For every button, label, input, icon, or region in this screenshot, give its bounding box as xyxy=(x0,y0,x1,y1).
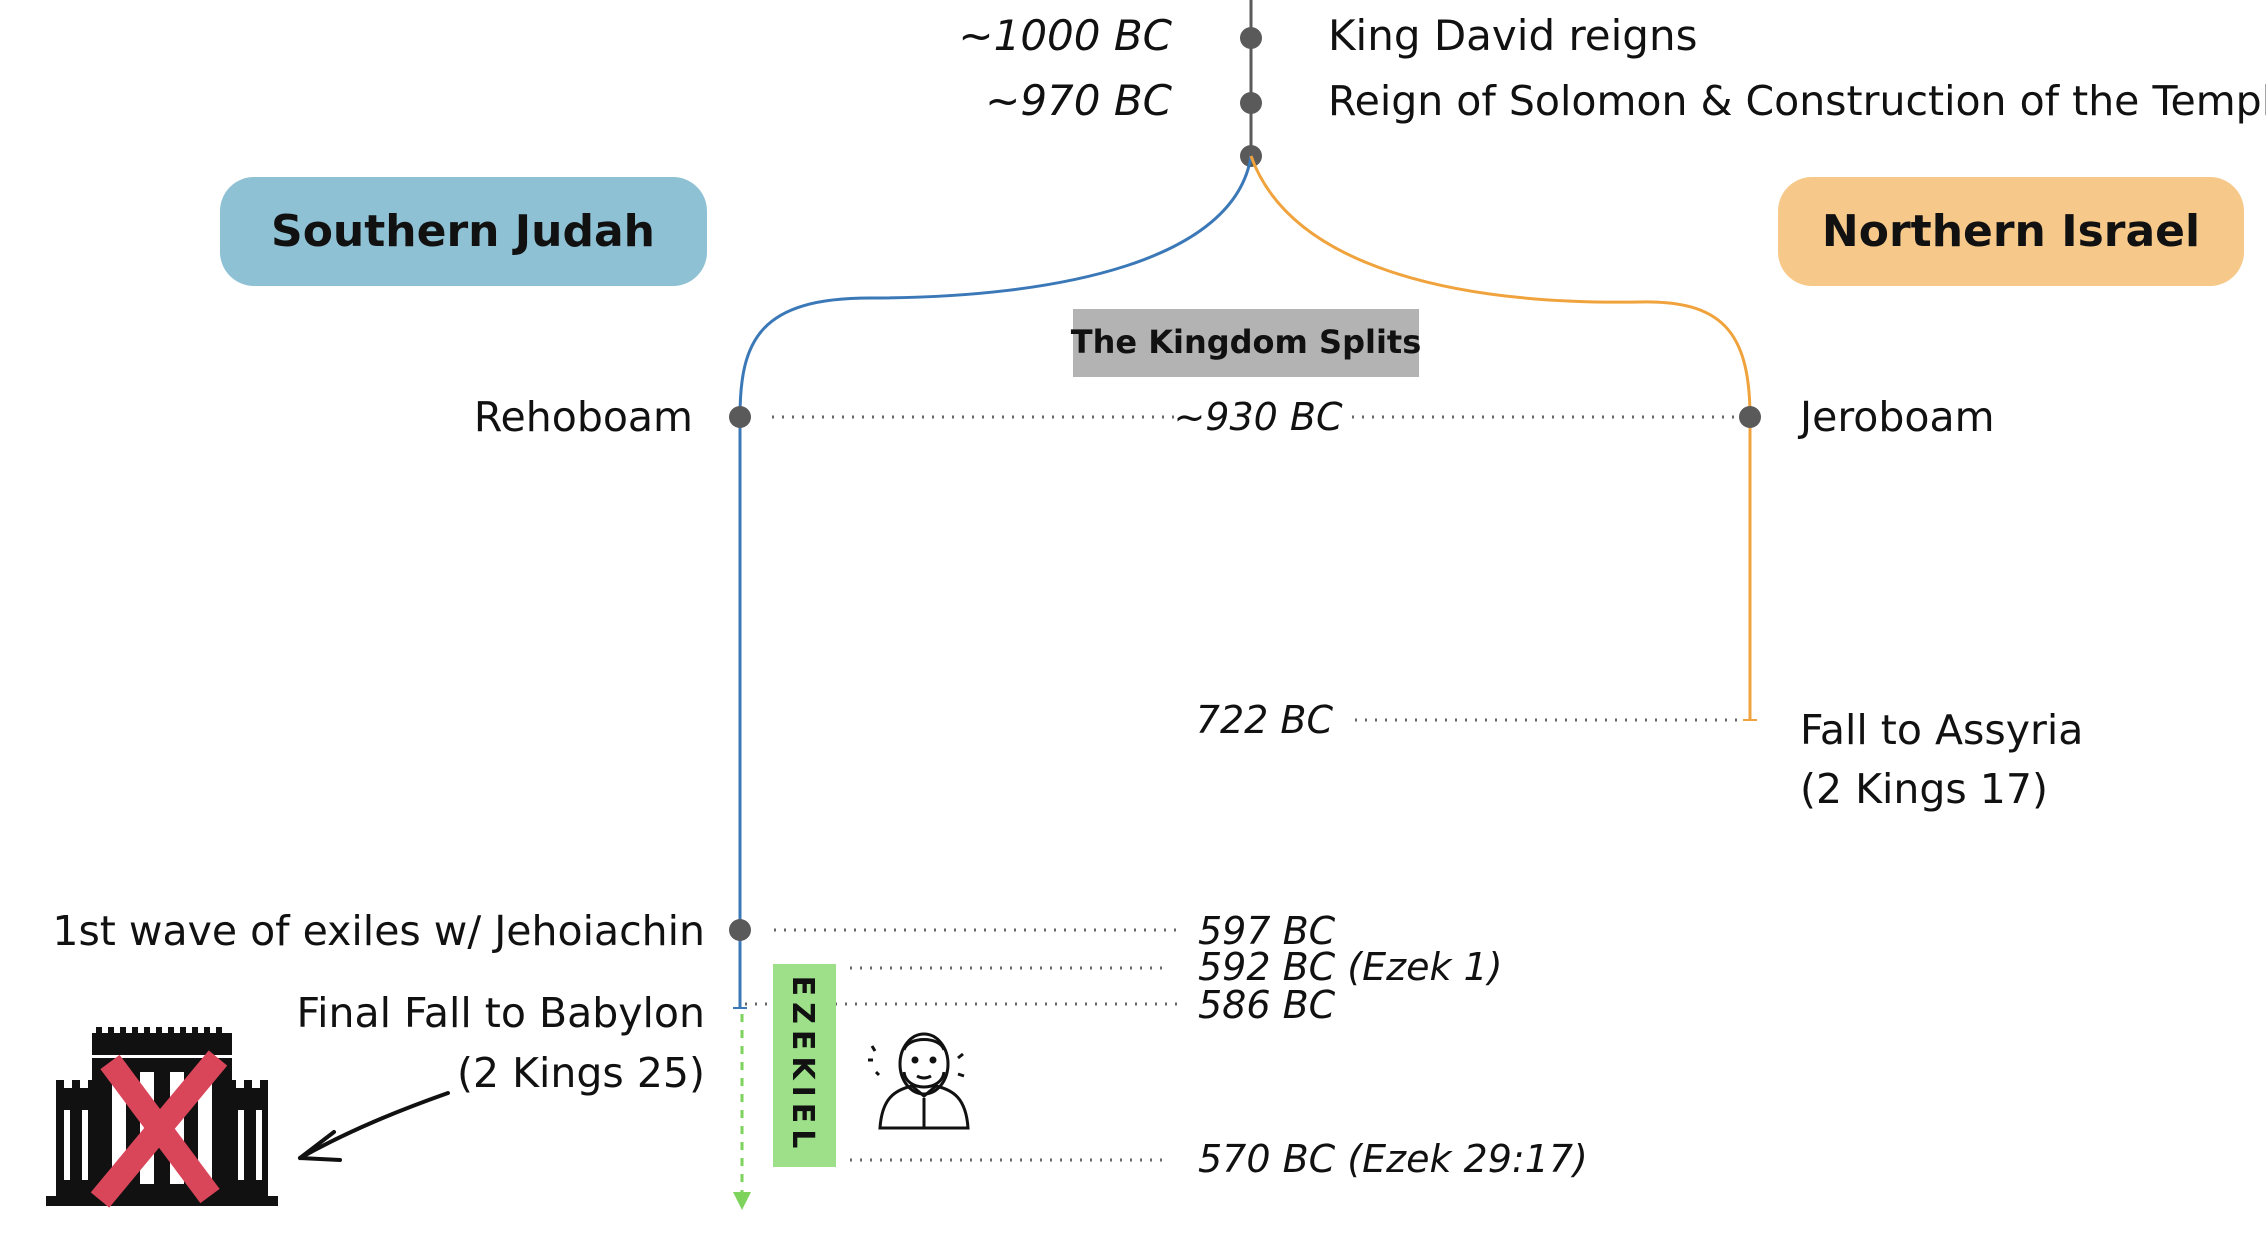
label-jeroboam: Jeroboam xyxy=(1797,393,1995,441)
pointer-arrow-icon xyxy=(298,1091,450,1162)
label-solomon: Reign of Solomon & Construction of the T… xyxy=(1328,77,2266,125)
node-exile xyxy=(729,919,751,941)
prophet-ezekiel-icon xyxy=(868,1032,970,1130)
label-exile: 1st wave of exiles w/ Jehoiachin xyxy=(52,907,705,955)
destroyed-cross xyxy=(90,1050,228,1208)
dashed-arrowhead xyxy=(733,1192,751,1210)
node-david xyxy=(1240,27,1262,49)
date-592: 592 BC (Ezek 1) xyxy=(1198,945,1503,989)
label-david: King David reigns xyxy=(1328,11,1697,60)
southern-judah-title: Southern Judah xyxy=(271,206,655,257)
date-david: ~1000 BC xyxy=(958,11,1172,60)
north-branch-curve xyxy=(1249,155,1752,418)
node-rehoboam xyxy=(729,406,751,428)
kingdom-splits-box: The Kingdom Splits xyxy=(1071,309,1422,377)
label-2kings25: (2 Kings 25) xyxy=(457,1049,705,1097)
label-final-fall: Final Fall to Babylon xyxy=(297,989,705,1037)
destroyed-temple-icon xyxy=(46,1027,278,1208)
ezekiel-bar: EZEKIEL xyxy=(773,964,836,1167)
date-586: 586 BC xyxy=(1198,983,1336,1027)
label-fall-assyria: Fall to Assyria xyxy=(1800,706,2083,754)
south-branch-curve xyxy=(738,155,1253,418)
label-2kings17: (2 Kings 17) xyxy=(1800,765,2048,813)
node-jeroboam xyxy=(1739,406,1761,428)
southern-judah-badge: Southern Judah xyxy=(220,177,707,286)
date-722: 722 BC xyxy=(1196,698,1334,742)
northern-israel-title: Northern Israel xyxy=(1822,206,2200,257)
date-597: 597 BC xyxy=(1198,909,1336,953)
node-solomon xyxy=(1240,92,1262,114)
label-rehoboam: Rehoboam xyxy=(474,393,693,441)
kingdom-splits-label: The Kingdom Splits xyxy=(1071,323,1422,361)
date-930: ~930 BC xyxy=(1173,395,1343,439)
ezekiel-label: EZEKIEL xyxy=(785,976,820,1155)
northern-israel-badge: Northern Israel xyxy=(1778,177,2244,286)
date-570: 570 BC (Ezek 29:17) xyxy=(1198,1137,1588,1181)
date-solomon: ~970 BC xyxy=(985,76,1173,125)
